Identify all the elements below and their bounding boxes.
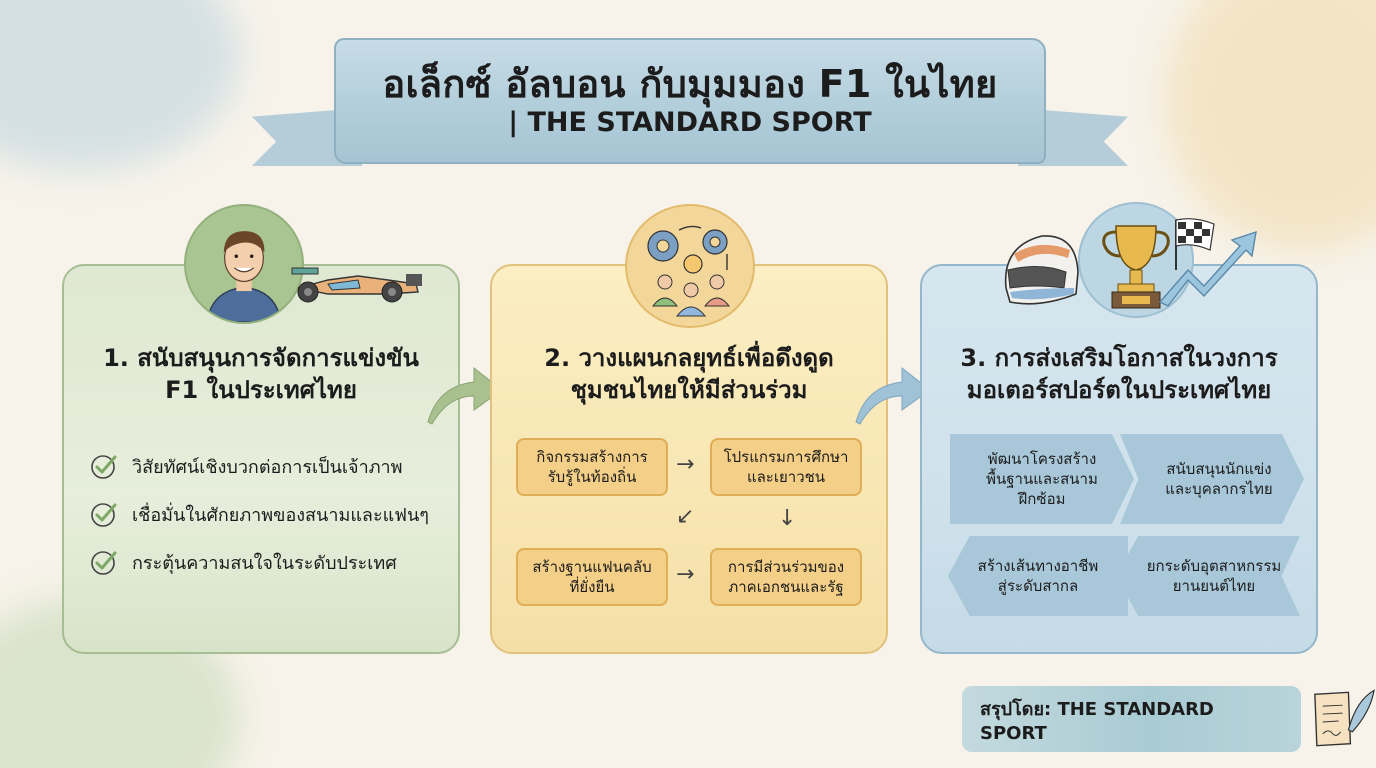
f1-car-icon — [291, 267, 422, 303]
panel-title: 3. การส่งเสริมโอกาสในวงการ มอเตอร์สปอร์ต… — [922, 342, 1316, 407]
panel-motorsport-opportunities: 3. การส่งเสริมโอกาสในวงการ มอเตอร์สปอร์ต… — [920, 264, 1318, 654]
chevron-career-path: สร้างเส้นทางอาชีพ สู่ระดับสากล — [948, 536, 1128, 616]
driver-portrait-icon — [184, 204, 304, 324]
page-subtitle: | THE STANDARD SPORT — [508, 106, 872, 138]
chevron-text: สร้างเส้นทางอาชีพ สู่ระดับสากล — [977, 556, 1099, 595]
panel-title-line1: 2. วางแผนกลยุทธ์เพื่อดึงดูด — [544, 344, 834, 372]
list-item-text: วิสัยทัศน์เชิงบวกต่อการเป็นเจ้าภาพ — [132, 456, 403, 478]
panel-title: 1. สนับสนุนการจัดการแข่งขัน F1 ในประเทศไ… — [64, 342, 458, 407]
list-item-text: เชื่อมั่นในศักยภาพของสนามและแฟนๆ — [132, 504, 429, 526]
arrow-right-icon: → — [676, 452, 695, 477]
chevron-automotive-industry: ยกระดับอุตสาหกรรม ยานยนต์ไทย — [1116, 536, 1300, 616]
ribbon-banner: อเล็กซ์ อัลบอน กับมุมมอง F1 ในไทย | THE … — [334, 38, 1046, 164]
flow-step-education-youth: โปรแกรมการศึกษา และเยาวชน — [710, 438, 862, 496]
panel-title-line1: 3. การส่งเสริมโอกาสในวงการ — [960, 344, 1278, 372]
scroll-quill-icon — [1314, 689, 1375, 747]
flow-step-text: โปรแกรมการศึกษา และเยาวชน — [723, 447, 849, 486]
flow-step-text: การมีส่วนร่วมของ ภาคเอกชนและรัฐ — [727, 557, 845, 596]
summary-footer: สรุปโดย: THE STANDARD SPORT — [962, 686, 1376, 752]
growth-arrow-icon — [1158, 230, 1257, 307]
panel-title-line2: F1 ในประเทศไทย — [165, 376, 357, 405]
panel-title-line1: 1. สนับสนุนการจัดการแข่งขัน — [103, 344, 419, 372]
panel-title: 2. วางแผนกลยุทธ์เพื่อดึงดูด ชุมชนไทยให้ม… — [492, 342, 886, 407]
summary-credit: สรุปโดย: THE STANDARD SPORT — [962, 686, 1301, 752]
chevron-text: ยกระดับอุตสาหกรรม ยานยนต์ไทย — [1146, 556, 1282, 595]
trophy-icon — [1102, 225, 1170, 309]
flow-step-fanbase: สร้างฐานแฟนคลับ ที่ยั่งยืน — [516, 548, 668, 606]
title-ribbon: อเล็กซ์ อัลบอน กับมุมมอง F1 ในไทย | THE … — [252, 38, 1128, 178]
list-item: เชื่อมั่นในศักยภาพของสนามและแฟนๆ — [90, 490, 429, 538]
page-title: อเล็กซ์ อัลบอน กับมุมมอง F1 ในไทย — [382, 61, 998, 106]
watercolor-corner-top-left — [0, 0, 240, 170]
check-circle-icon — [91, 503, 117, 527]
checkered-flag-icon — [1175, 218, 1215, 270]
arrow-right-icon: → — [676, 562, 695, 587]
check-circle-icon — [91, 455, 117, 479]
watercolor-corner-top-right — [1166, 0, 1376, 250]
list-item-text: กระตุ้นความสนใจในระดับประเทศ — [132, 552, 397, 574]
panel-title-line2: มอเตอร์สปอร์ตในประเทศไทย — [966, 376, 1272, 405]
chevron-infrastructure: พัฒนาโครงสร้าง พื้นฐานและสนาม ฝึกซ้อม — [950, 434, 1134, 524]
arrow-down-icon: ↓ — [778, 506, 797, 531]
flow-step-public-private: การมีส่วนร่วมของ ภาคเอกชนและรัฐ — [710, 548, 862, 606]
flow-step-text: สร้างฐานแฟนคลับ ที่ยั่งยืน — [532, 557, 652, 596]
panel-title-line2: ชุมชนไทยให้มีส่วนร่วม — [570, 376, 808, 405]
flow-step-local-awareness: กิจกรรมสร้างการ รับรู้ในท้องถิ่น — [516, 438, 668, 496]
arrow-down-left-icon: ↙ — [676, 504, 695, 529]
check-circle-icon — [91, 551, 117, 575]
gears-people-icon — [625, 204, 755, 328]
check-list: วิสัยทัศน์เชิงบวกต่อการเป็นเจ้าภาพ เชื่อ… — [90, 442, 429, 586]
list-item: กระตุ้นความสนใจในระดับประเทศ — [90, 538, 429, 586]
chevron-text: สนับสนุนนักแข่ง และบุคลากรไทย — [1165, 459, 1273, 498]
list-item: วิสัยทัศน์เชิงบวกต่อการเป็นเจ้าภาพ — [90, 442, 429, 490]
panel-support-hosting: 1. สนับสนุนการจัดการแข่งขัน F1 ในประเทศไ… — [62, 264, 460, 654]
chevron-text: พัฒนาโครงสร้าง พื้นฐานและสนาม ฝึกซ้อม — [986, 449, 1098, 509]
racing-helmet-icon — [1004, 235, 1079, 305]
chevron-support-drivers: สนับสนุนนักแข่ง และบุคลากรไทย — [1120, 434, 1304, 524]
flow-step-text: กิจกรรมสร้างการ รับรู้ในท้องถิ่น — [536, 447, 648, 486]
